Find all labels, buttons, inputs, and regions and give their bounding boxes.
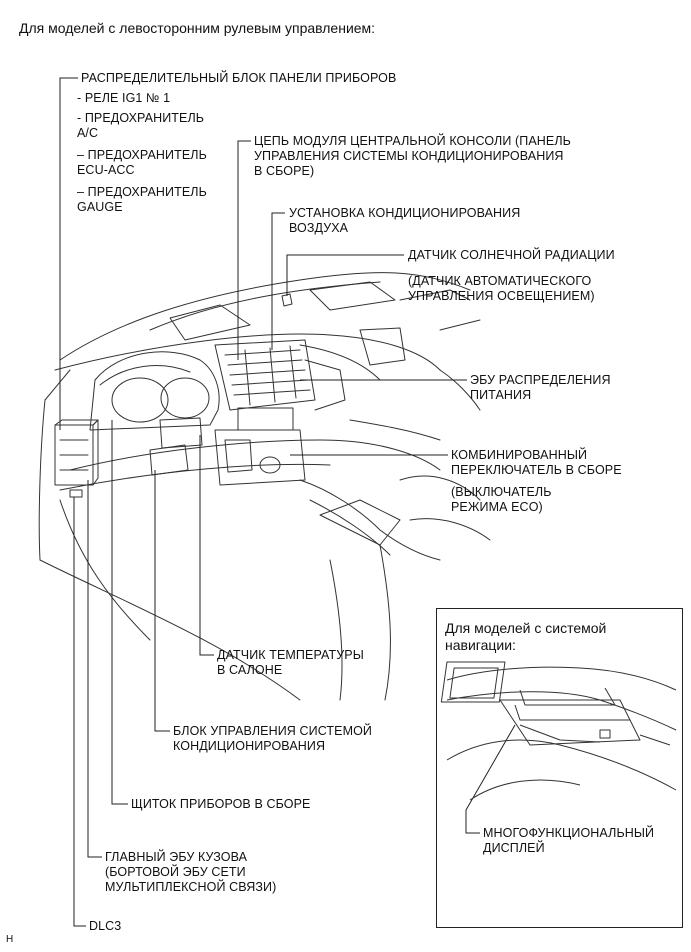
label-combination-meter: ЩИТОК ПРИБОРОВ В СБОРЕ xyxy=(131,797,311,811)
label-cabin-temp-sensor-2: В САЛОНЕ xyxy=(217,663,283,677)
figure-code: H xyxy=(6,934,14,945)
label-fuse-ac-1: - ПРЕДОХРАНИТЕЛЬ xyxy=(77,111,205,125)
label-ac-unit-1: УСТАНОВКА КОНДИЦИОНИРОВАНИЯ xyxy=(289,206,521,220)
label-ac-unit-2: ВОЗДУХА xyxy=(289,221,349,235)
label-console-module-1: ЦЕПЬ МОДУЛЯ ЦЕНТРАЛЬНОЙ КОНСОЛИ (ПАНЕЛЬ xyxy=(254,134,571,148)
label-instrument-panel-junction-block: РАСПРЕДЕЛИТЕЛЬНЫЙ БЛОК ПАНЕЛИ ПРИБОРОВ xyxy=(81,71,397,85)
label-eco-switch-1: (ВЫКЛЮЧАТЕЛЬ xyxy=(451,485,552,499)
label-console-module-2: УПРАВЛЕНИЯ СИСТЕМЫ КОНДИЦИОНИРОВАНИЯ xyxy=(254,149,564,163)
label-multi-display-1: МНОГОФУНКЦИОНАЛЬНЫЙ xyxy=(483,826,655,840)
label-ac-control-2: КОНДИЦИОНИРОВАНИЯ xyxy=(173,739,326,753)
page-header: Для моделей с левосторонним рулевым упра… xyxy=(19,20,376,36)
label-eco-switch-2: РЕЖИМА ECO) xyxy=(451,500,543,514)
label-power-ecu-2: ПИТАНИЯ xyxy=(470,388,532,402)
label-cabin-temp-sensor-1: ДАТЧИК ТЕМПЕРАТУРЫ xyxy=(217,648,364,662)
label-power-ecu-1: ЭБУ РАСПРЕДЕЛЕНИЯ xyxy=(470,373,611,387)
label-fuse-ac-2: A/C xyxy=(77,126,99,140)
label-solar-sensor: ДАТЧИК СОЛНЕЧНОЙ РАДИАЦИИ xyxy=(408,248,615,262)
label-combo-switch-1: КОМБИНИРОВАННЫЙ xyxy=(451,448,588,462)
inset-title: Для моделей с системой навигации: xyxy=(445,620,607,653)
label-fuse-gauge-1: – ПРЕДОХРАНИТЕЛЬ xyxy=(77,185,207,199)
label-main-body-ecu-2: (БОРТОВОЙ ЭБУ СЕТИ xyxy=(105,865,246,879)
label-auto-light-sensor-2: УПРАВЛЕНИЯ ОСВЕЩЕНИЕМ) xyxy=(408,289,595,303)
label-fuse-ecu-acc-1: – ПРЕДОХРАНИТЕЛЬ xyxy=(77,148,207,162)
label-multi-display-2: ДИСПЛЕЙ xyxy=(483,841,545,855)
label-main-body-ecu-1: ГЛАВНЫЙ ЭБУ КУЗОВА xyxy=(105,850,248,864)
label-combo-switch-2: ПЕРЕКЛЮЧАТЕЛЬ В СБОРЕ xyxy=(451,463,622,477)
label-dlc3: DLC3 xyxy=(89,919,122,933)
label-fuse-ecu-acc-2: ECU-ACC xyxy=(77,163,135,177)
label-ig1-relay: - РЕЛЕ IG1 № 1 xyxy=(77,91,171,105)
label-fuse-gauge-2: GAUGE xyxy=(77,200,123,214)
navigation-inset-frame xyxy=(436,608,683,928)
label-ac-control-1: БЛОК УПРАВЛЕНИЯ СИСТЕМОЙ xyxy=(173,724,373,738)
label-main-body-ecu-3: МУЛЬТИПЛЕКСНОЙ СВЯЗИ) xyxy=(105,880,277,894)
label-auto-light-sensor-1: (ДАТЧИК АВТОМАТИЧЕСКОГО xyxy=(408,274,592,288)
label-console-module-3: В СБОРЕ) xyxy=(254,164,315,178)
